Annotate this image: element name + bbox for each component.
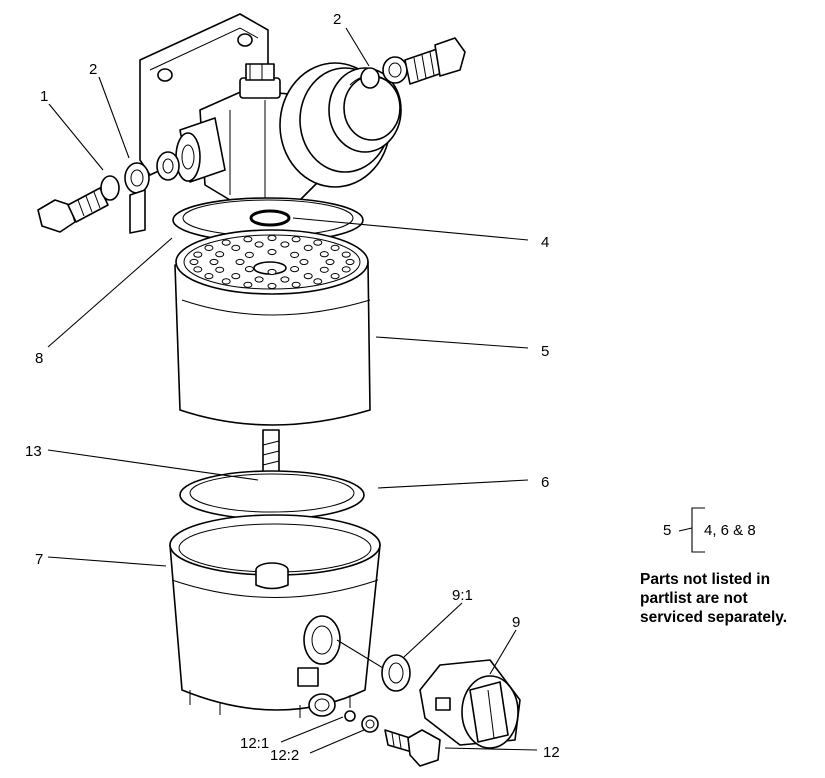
service-note-line-1: Parts not listed in [640,571,771,588]
callout-9: 9 [512,614,520,631]
filter-hole [291,236,301,243]
left-banjo-fitting [37,151,180,234]
callout-4: 4 [541,234,549,251]
filter-hole [221,278,231,285]
filter-hole [330,244,340,251]
filter-hole [313,239,323,246]
callout-12: 12 [543,744,560,761]
callout-8: 8 [35,350,43,367]
filter-hole [280,241,290,248]
filter-hole [243,236,253,243]
reference-parent: 5 [663,522,672,539]
filter-hole [280,276,290,283]
water-sensor [381,654,521,749]
filter-hole [319,266,329,273]
filter-hole [290,251,300,258]
callout-9-1: 9:1 [452,587,473,604]
filter-hole [215,251,225,258]
callout-2-left: 2 [89,61,97,78]
filter-hole [330,273,340,280]
o-ring [249,209,291,227]
filter-hole [341,251,351,258]
filter-hole [231,273,241,280]
filter-hole [303,244,313,251]
right-banjo-fitting [360,37,466,89]
filter-hole [209,258,219,266]
filter-hole [313,278,323,285]
filter-hole [267,234,277,242]
callout-2-right: 2 [333,11,341,28]
filter-hole [243,281,253,288]
filter-hole [345,258,355,266]
filter-hole [267,282,277,290]
service-note-line-3: serviced separately. [640,609,788,626]
filter-head [175,63,321,201]
filter-hole [291,281,301,288]
callout-labels: 1 2 2 4 5 6 7 8 9 9:1 12 12:1 12:2 13 [25,11,560,764]
filter-hole [215,266,225,273]
drain-assembly [308,693,441,767]
filter-hole [244,251,254,258]
filter-hole [189,258,199,266]
filter-hole [319,251,329,258]
filter-hole [231,244,241,251]
callout-13: 13 [25,443,42,460]
filter-hole [254,276,264,283]
filter-hole [325,258,335,266]
callout-1: 1 [40,88,48,105]
filter-hole [193,251,203,258]
filter-hole [235,258,245,266]
callout-12-2: 12:2 [270,747,299,764]
callout-12-1: 12:1 [240,735,269,752]
callout-7: 7 [35,551,43,568]
filter-hole [341,266,351,273]
filter-element [174,229,371,426]
filter-hole [299,258,309,266]
service-note: Parts not listed in partlist are not ser… [640,570,822,627]
primer-pump [279,62,402,188]
filter-hole [244,266,254,273]
filter-hole [303,273,313,280]
service-note-line-2: partlist are not [640,590,748,607]
filter-hole [204,273,214,280]
reference-children: 4, 6 & 8 [704,522,756,539]
filter-hole [193,266,203,273]
filter-hole [204,244,214,251]
callout-6: 6 [541,474,549,491]
filter-hole [254,241,264,248]
filter-hole [290,266,300,273]
filter-hole [267,248,277,256]
leader-lines [47,27,538,754]
callout-5: 5 [541,343,549,360]
separator-bowl [169,514,381,718]
filter-hole [221,239,231,246]
filter-hole [267,268,277,276]
filter-holes [189,234,355,290]
